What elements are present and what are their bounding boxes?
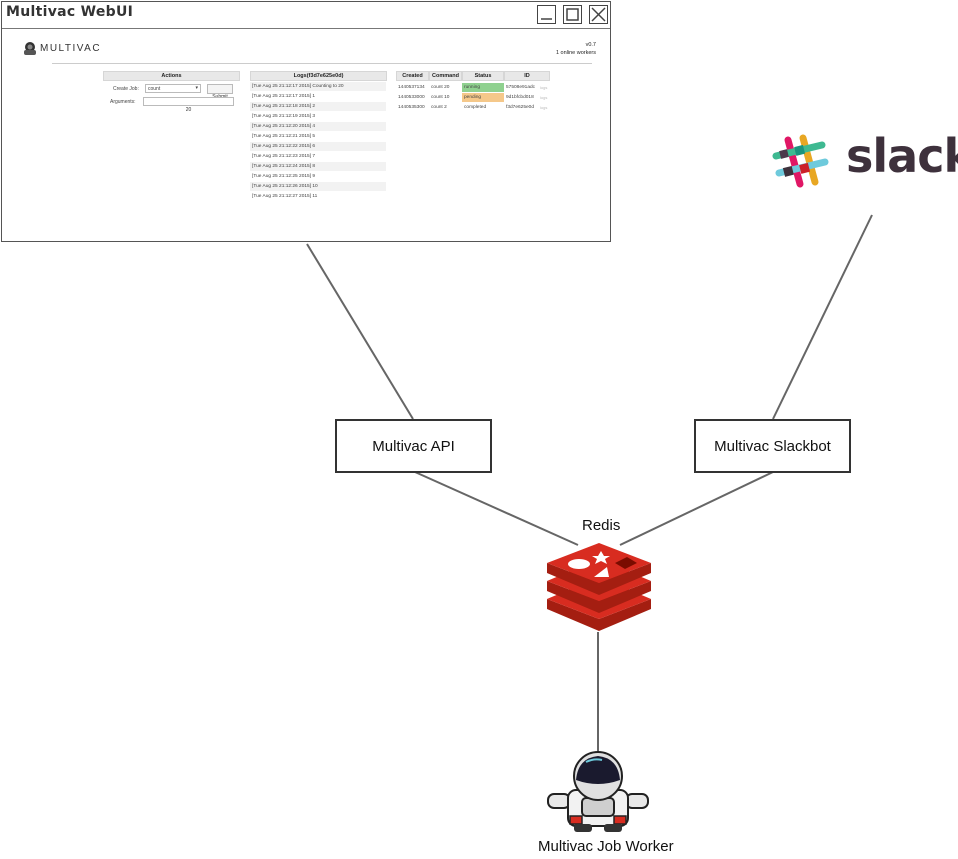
webui-window: Multivac WebUI MULTIVAC v0.7 1 online wo…	[1, 1, 611, 242]
arguments-label: Arguments:	[110, 99, 136, 105]
maximize-button[interactable]	[563, 5, 582, 24]
log-line: [Tue Aug 25 21:12:24 2015] 8	[250, 162, 386, 171]
multivac-api-node: Multivac API	[335, 419, 492, 473]
col-command: Command	[429, 71, 462, 81]
cell-status: pending	[462, 93, 504, 102]
cell-id: 9d1bfcbd018	[506, 95, 534, 100]
workers-text: 1 online workers	[555, 50, 596, 56]
version-text: v0.7	[585, 42, 596, 48]
multivac-slackbot-node: Multivac Slackbot	[694, 419, 851, 473]
maximize-icon	[566, 8, 579, 21]
minimize-icon	[541, 18, 552, 20]
cell-id: 57508e91adc	[506, 85, 536, 90]
redis-label: Redis	[582, 517, 621, 534]
cell-created: 1440533000	[398, 95, 425, 100]
logo-text: MULTIVAC	[40, 43, 102, 54]
log-line: [Tue Aug 25 21:12:26 2015] 10	[250, 182, 386, 191]
multivac-logo-icon	[24, 42, 36, 55]
close-icon	[591, 7, 606, 22]
log-line: [Tue Aug 25 21:12:18 2015] 2	[250, 102, 386, 111]
divider	[52, 63, 592, 64]
window-title: Multivac WebUI	[6, 4, 134, 20]
col-created: Created	[396, 71, 429, 81]
col-status: Status	[462, 71, 504, 81]
job-worker-astronaut-icon	[547, 751, 649, 832]
create-job-label: Create Job:	[113, 86, 139, 92]
cell-status: running	[462, 83, 504, 92]
slack-hash-icon	[772, 134, 829, 188]
multivac-slackbot-label: Multivac Slackbot	[714, 437, 831, 455]
window-titlebar: Multivac WebUI	[2, 2, 610, 29]
close-button[interactable]	[589, 5, 608, 24]
log-line: [Tue Aug 25 21:12:22 2015] 6	[250, 142, 386, 151]
cell-id: f3d7e625e0d	[506, 105, 535, 110]
api-to-redis-line	[414, 471, 579, 546]
arguments-value: 20	[185, 107, 192, 113]
log-line: [Tue Aug 25 21:12:17 2015] 1	[250, 92, 386, 101]
log-line: [Tue Aug 25 21:12:20 2015] 4	[250, 122, 386, 131]
create-job-value: count	[148, 86, 161, 92]
webui-content: MULTIVAC v0.7 1 online workers Actions C…	[2, 29, 610, 241]
minimize-button[interactable]	[537, 5, 556, 24]
cell-created: 1440535300	[398, 105, 425, 110]
arguments-input[interactable]: 20	[143, 97, 234, 113]
logs-link[interactable]: logs	[540, 85, 548, 90]
col-id: ID	[504, 71, 550, 81]
submit-button[interactable]: Submit	[207, 84, 233, 100]
log-line: [Tue Aug 25 21:12:25 2015] 9	[250, 172, 386, 181]
chevron-down-icon: ▾	[195, 85, 198, 91]
log-line: [Tue Aug 25 21:12:27 2015] 11	[250, 192, 386, 201]
cell-created: 1440537134	[398, 85, 425, 90]
logs-header: Logs(f3d7e625e0d)	[250, 71, 387, 81]
slack-wordmark: slack	[846, 129, 958, 183]
create-job-select[interactable]: count ▾	[145, 84, 201, 93]
slackbot-to-redis-line	[619, 471, 774, 546]
cell-command: count 10	[431, 95, 450, 100]
job-worker-label: Multivac Job Worker	[538, 838, 674, 855]
log-line: [Tue Aug 25 21:12:17 2015] Counting to 2…	[250, 82, 386, 91]
cell-status: completed	[462, 103, 504, 112]
multivac-api-label: Multivac API	[372, 437, 455, 455]
logs-link[interactable]: logs	[540, 95, 548, 100]
log-line: [Tue Aug 25 21:12:21 2015] 5	[250, 132, 386, 141]
cell-command: count 20	[431, 85, 450, 90]
redis-logo-icon	[547, 543, 651, 631]
webui-to-api-line	[306, 243, 414, 420]
slack-to-slackbot-line	[772, 214, 873, 420]
version-info: v0.7 1 online workers	[556, 41, 596, 57]
actions-header: Actions	[103, 71, 240, 81]
slack-logo: slack	[770, 129, 958, 192]
log-line: [Tue Aug 25 21:12:23 2015] 7	[250, 152, 386, 161]
cell-command: count 2	[431, 105, 447, 110]
log-line: [Tue Aug 25 21:12:19 2015] 3	[250, 112, 386, 121]
logs-link[interactable]: logs	[540, 105, 548, 110]
